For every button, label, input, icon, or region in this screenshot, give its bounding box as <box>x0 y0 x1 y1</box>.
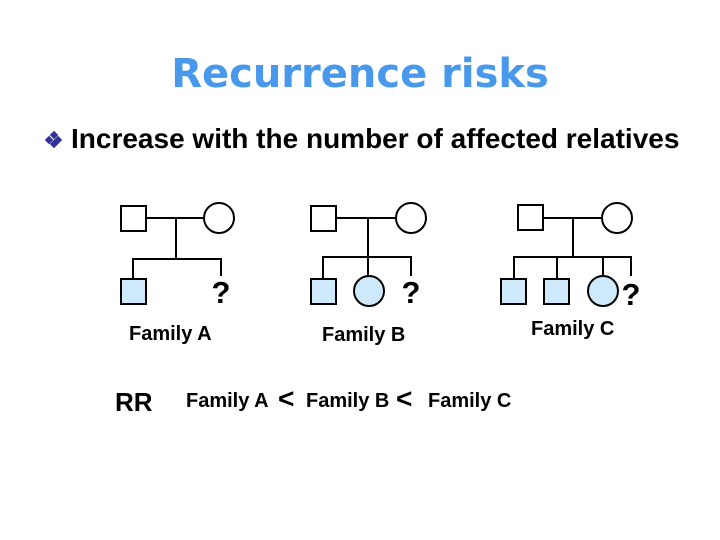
family-c-label: Family C <box>531 318 615 340</box>
family-b-question-mark: ? <box>401 275 421 310</box>
four-diamond-bullet-icon <box>44 130 63 149</box>
family-c-child3-drop-line <box>602 256 604 275</box>
family-b-affected-son-square <box>310 278 337 305</box>
family-a-label: Family A <box>129 323 212 345</box>
family-b-father-square <box>310 205 337 232</box>
less-than-icon-2: < <box>396 383 413 414</box>
less-than-icon-1: < <box>278 383 295 414</box>
bullet-text: Increase with the number of affected rel… <box>71 123 680 154</box>
family-c-affected-son2-square <box>543 278 570 305</box>
family-c-sibship-line <box>513 256 632 258</box>
family-c-mother-circle <box>601 202 633 234</box>
family-c-child4-drop-line <box>630 256 632 276</box>
family-c-question-mark: ? <box>621 277 641 312</box>
family-b-descent-line <box>367 218 369 256</box>
formula-family-b: Family B <box>306 390 390 412</box>
rr-label: RR <box>115 387 153 417</box>
slide-title: Recurrence risks <box>171 51 549 97</box>
formula-family-a: Family A <box>186 390 269 412</box>
family-a-child2-drop-line <box>220 258 222 276</box>
family-c-affected-daughter-circle <box>587 275 619 307</box>
family-a-father-square <box>120 205 147 232</box>
family-a-mother-circle <box>203 202 235 234</box>
family-a-question-mark: ? <box>211 275 231 310</box>
family-c-father-square <box>517 204 544 231</box>
family-b-label: Family B <box>322 324 406 346</box>
family-b-child2-drop-line <box>367 256 369 275</box>
family-b-mother-circle <box>395 202 427 234</box>
family-b-couple-line <box>337 217 395 219</box>
family-c-descent-line <box>572 218 574 256</box>
bullet-line: Increase with the number of affected rel… <box>44 123 680 155</box>
family-c-affected-son1-square <box>500 278 527 305</box>
formula-family-c: Family C <box>428 390 512 412</box>
family-b-affected-daughter-circle <box>353 275 385 307</box>
family-a-child1-drop-line <box>132 258 134 278</box>
family-b-child3-drop-line <box>410 256 412 276</box>
family-b-child1-drop-line <box>322 256 324 278</box>
family-c-child1-drop-line <box>513 256 515 278</box>
family-c-child2-drop-line <box>556 256 558 278</box>
family-a-sibship-line <box>132 258 222 260</box>
family-a-affected-son-square <box>120 278 147 305</box>
family-a-descent-line <box>175 218 177 258</box>
